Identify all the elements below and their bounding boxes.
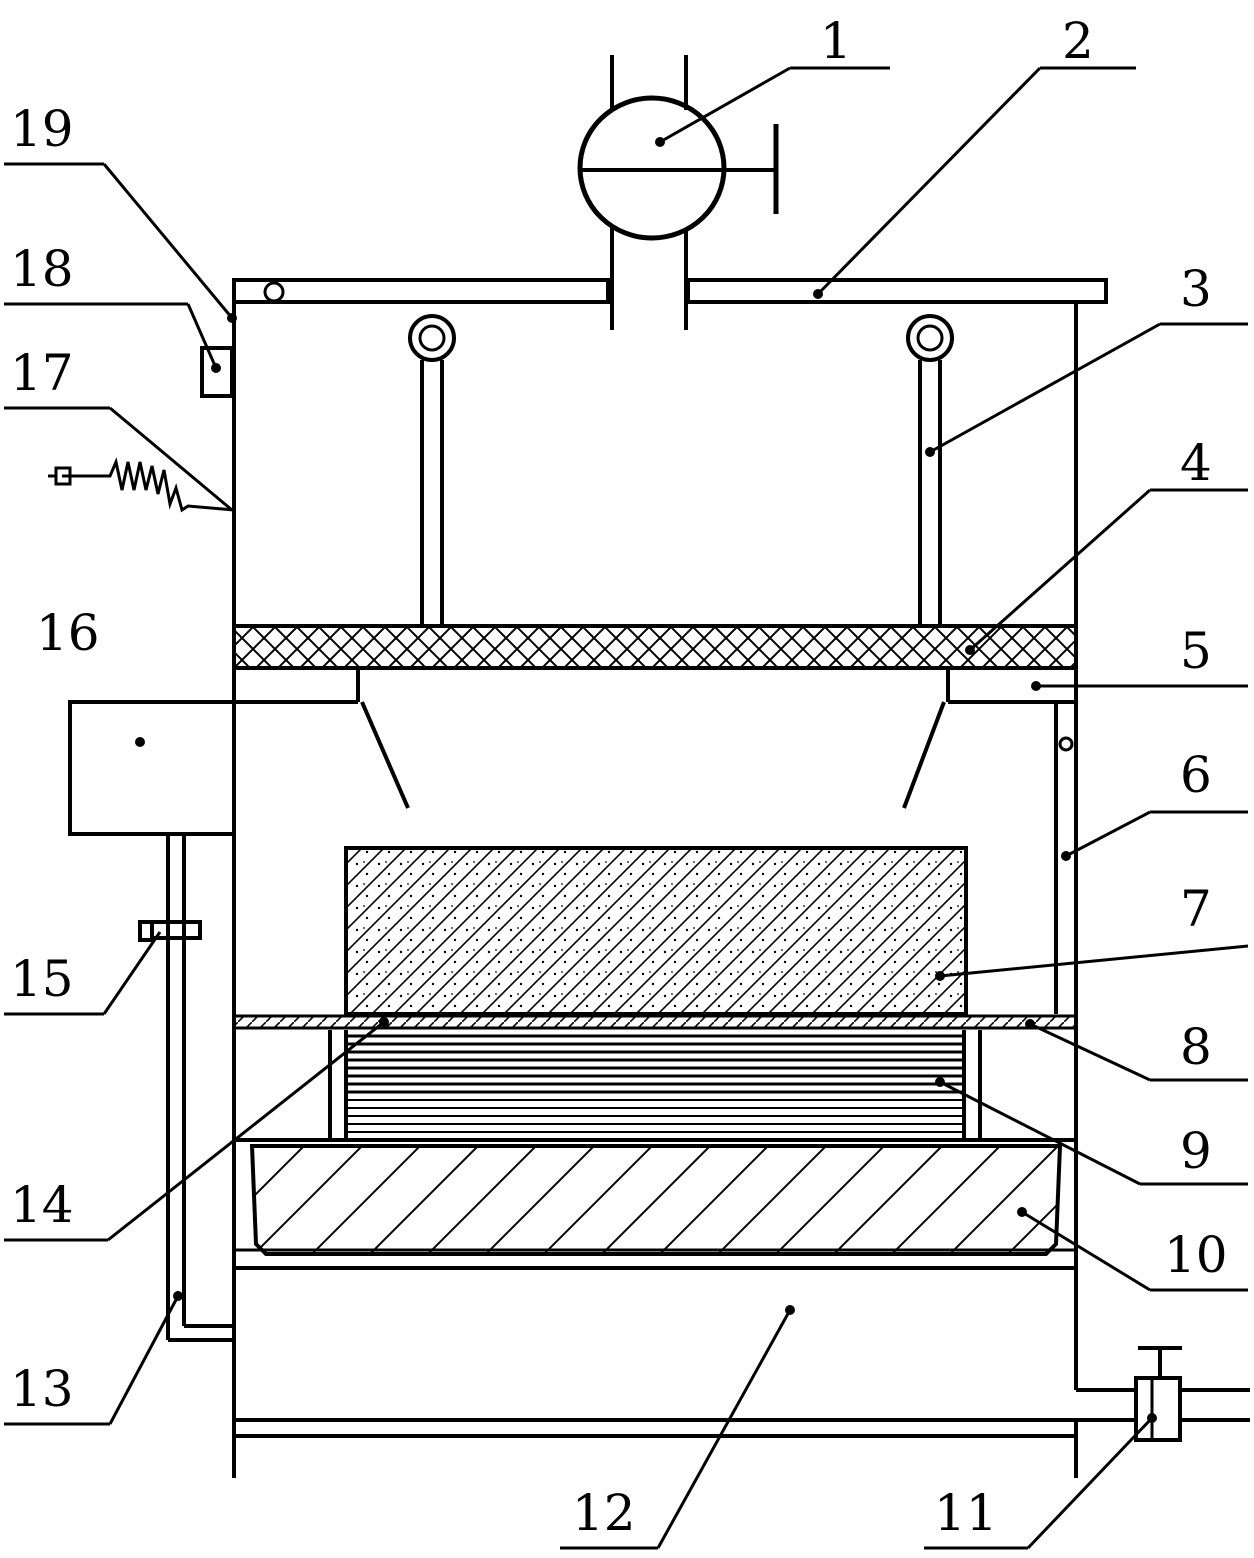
- outlet-valve: [1076, 1346, 1250, 1442]
- label-16: 16: [36, 604, 100, 662]
- label-6: 6: [1180, 746, 1212, 804]
- label-15: 15: [10, 950, 74, 1008]
- label-18: 18: [10, 240, 74, 298]
- sample-block: [344, 846, 968, 1016]
- label-14: 14: [10, 1176, 74, 1234]
- label-8: 8: [1180, 1018, 1212, 1076]
- label-1: 1: [820, 12, 852, 70]
- label-7: 7: [1180, 880, 1212, 938]
- leader-lines: [4, 66, 1249, 1550]
- hanging-rods: [408, 314, 954, 626]
- label-10: 10: [1164, 1226, 1228, 1284]
- funnel-bracket: [234, 668, 1076, 809]
- label-13: 13: [10, 1360, 74, 1418]
- pressure-plate: [232, 624, 1078, 670]
- layered-filter: [328, 1030, 982, 1140]
- side-tube: [1054, 702, 1074, 1014]
- container-body: [232, 302, 1078, 1478]
- label-5: 5: [1180, 622, 1212, 680]
- drain-pipe: [166, 834, 234, 1342]
- pressure-gauge: [577, 55, 779, 330]
- perforated-plate: [232, 1014, 1078, 1030]
- label-2: 2: [1062, 12, 1094, 70]
- lid: [232, 278, 1108, 304]
- spring-cable: [48, 457, 235, 513]
- label-17: 17: [10, 344, 74, 402]
- label-11: 11: [934, 1484, 998, 1542]
- pipe-valve: [138, 920, 202, 942]
- base-block: [234, 1138, 1076, 1256]
- label-12: 12: [572, 1484, 636, 1542]
- leader-dots: [135, 137, 1157, 1423]
- label-19: 19: [10, 100, 74, 158]
- collection-box: [68, 700, 236, 836]
- callout-labels: 1 2 3 4 5 6 7 8 9 10 11 12 13 14 15 16 1…: [10, 12, 1228, 1542]
- label-3: 3: [1180, 260, 1212, 318]
- side-fitting: [200, 346, 234, 398]
- label-9: 9: [1180, 1122, 1212, 1180]
- label-4: 4: [1180, 434, 1212, 492]
